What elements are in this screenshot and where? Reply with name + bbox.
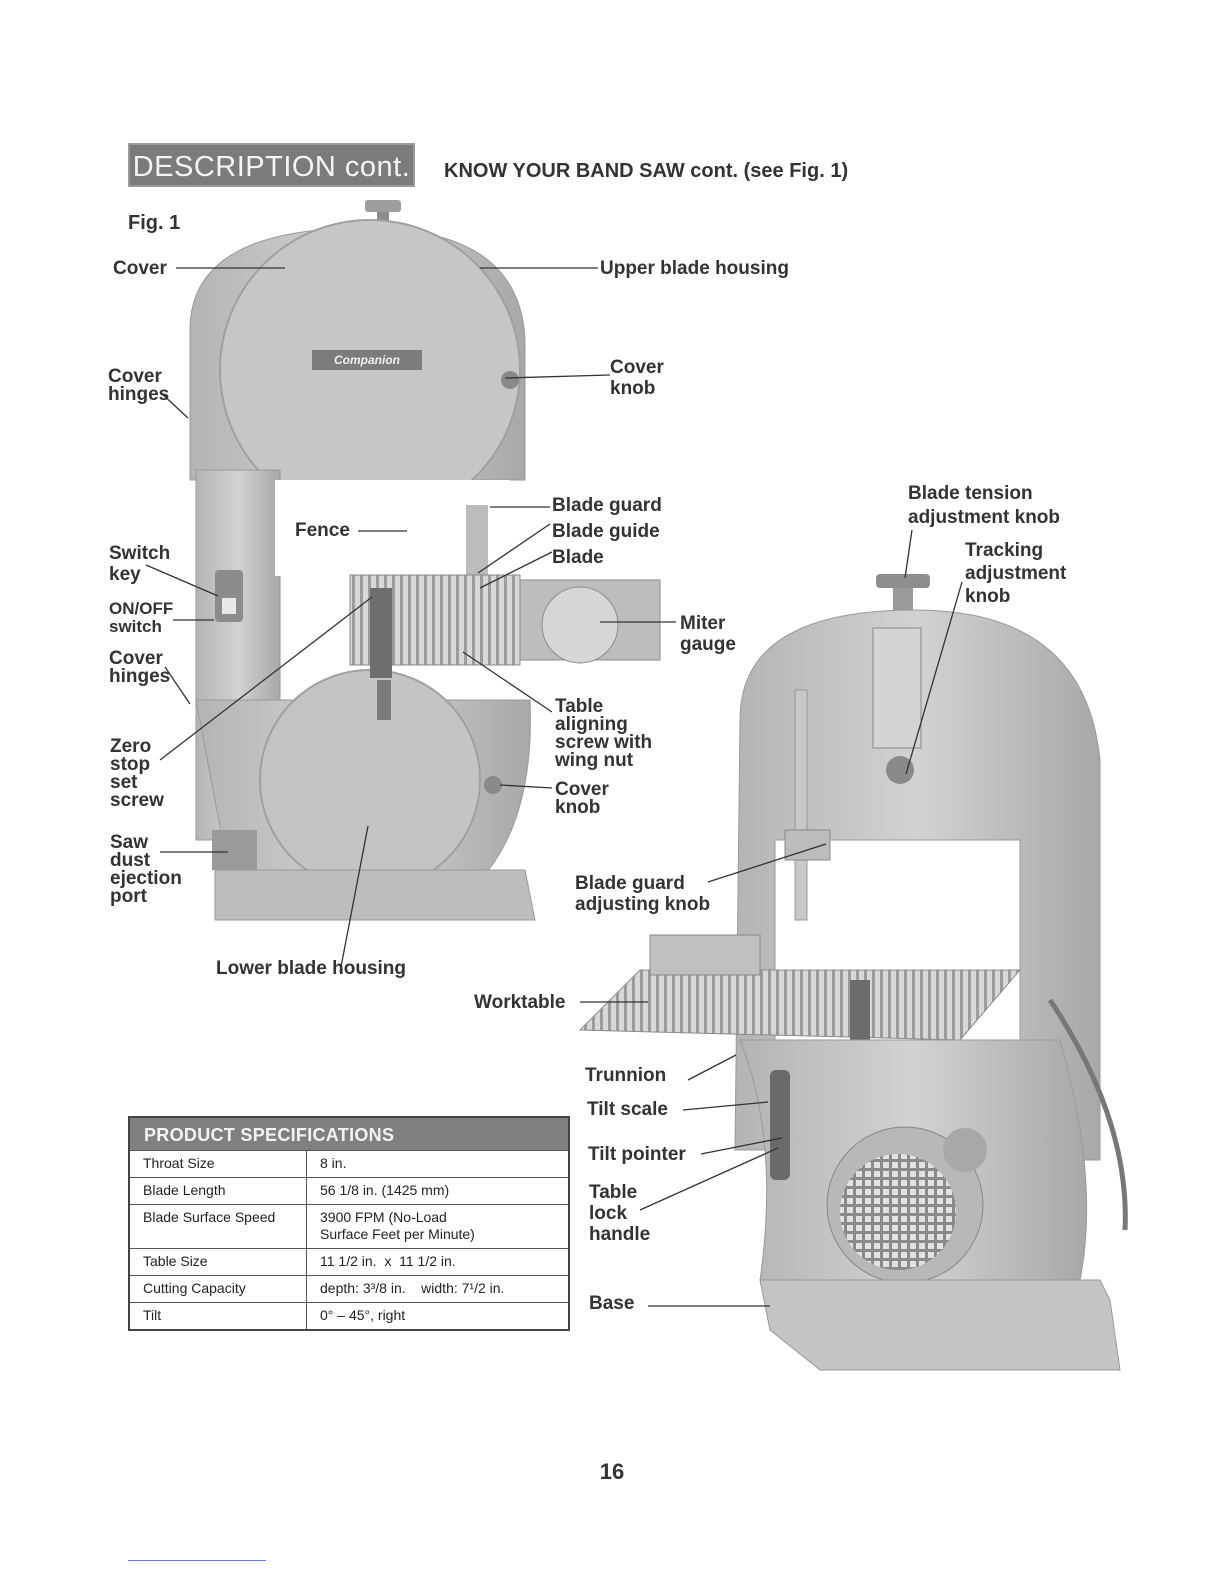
label-table-lock-handle: Table lock handle bbox=[589, 1182, 650, 1245]
spec-label: Cutting Capacity bbox=[130, 1276, 307, 1303]
label-worktable: Worktable bbox=[474, 992, 566, 1013]
label-cover-knob-lower: Cover knob bbox=[555, 781, 609, 817]
label-zero-stop-set-screw: Zero stop set screw bbox=[110, 738, 164, 810]
label-base: Base bbox=[589, 1293, 634, 1314]
label-cover: Cover bbox=[113, 258, 167, 279]
label-tracking-knob: Tracking adjustment knob bbox=[965, 539, 1066, 608]
label-blade-guard: Blade guard bbox=[552, 495, 662, 516]
spec-label: Tilt bbox=[130, 1303, 307, 1330]
side-view-saw bbox=[580, 574, 1125, 1370]
page-number: 16 bbox=[0, 1459, 1224, 1485]
spec-label: Throat Size bbox=[130, 1151, 307, 1178]
label-blade: Blade bbox=[552, 547, 604, 568]
spec-label: Blade Surface Speed bbox=[130, 1205, 307, 1249]
spec-value: 0° – 45°, right bbox=[307, 1303, 569, 1330]
label-lower-blade-housing: Lower blade housing bbox=[216, 958, 406, 979]
spec-label: Blade Length bbox=[130, 1178, 307, 1205]
label-cover-hinges-upper: Cover hinges bbox=[108, 368, 169, 404]
label-fence: Fence bbox=[295, 520, 350, 541]
spec-value: 11 1/2 in. x 11 1/2 in. bbox=[307, 1249, 569, 1276]
label-saw-dust-ejection-port: Saw dust ejection port bbox=[110, 834, 182, 906]
label-cover-hinges-lower: Cover hinges bbox=[109, 650, 170, 686]
label-table-aligning-screw: Table aligning screw with wing nut bbox=[555, 698, 652, 770]
label-blade-guide: Blade guide bbox=[552, 521, 660, 542]
label-tilt-pointer: Tilt pointer bbox=[588, 1144, 686, 1165]
table-row: Blade Surface Speed 3900 FPM (No-Load Su… bbox=[130, 1205, 568, 1249]
brand-plate: Companion bbox=[312, 350, 422, 370]
label-tilt-scale: Tilt scale bbox=[587, 1099, 668, 1120]
specifications-table: Throat Size 8 in. Blade Length 56 1/8 in… bbox=[130, 1150, 568, 1329]
label-trunnion: Trunnion bbox=[585, 1065, 666, 1086]
label-upper-blade-housing: Upper blade housing bbox=[600, 258, 789, 279]
label-cover-knob-upper: Cover knob bbox=[610, 357, 664, 399]
label-blade-guard-adjusting-knob: Blade guard adjusting knob bbox=[575, 873, 710, 915]
label-on-off-switch: ON/OFF switch bbox=[109, 600, 173, 636]
table-row: Tilt 0° – 45°, right bbox=[130, 1303, 568, 1330]
spec-value: 3900 FPM (No-Load Surface Feet per Minut… bbox=[307, 1205, 569, 1249]
table-row: Table Size 11 1/2 in. x 11 1/2 in. bbox=[130, 1249, 568, 1276]
spec-value: depth: 3³/8 in. width: 7¹/2 in. bbox=[307, 1276, 569, 1303]
spec-value: 8 in. bbox=[307, 1151, 569, 1178]
specifications-title: PRODUCT SPECIFICATIONS bbox=[130, 1118, 568, 1150]
table-row: Blade Length 56 1/8 in. (1425 mm) bbox=[130, 1178, 568, 1205]
table-row: Cutting Capacity depth: 3³/8 in. width: … bbox=[130, 1276, 568, 1303]
table-row: Throat Size 8 in. bbox=[130, 1151, 568, 1178]
product-specifications: PRODUCT SPECIFICATIONS Throat Size 8 in.… bbox=[128, 1116, 570, 1331]
label-switch-key: Switch key bbox=[109, 543, 170, 585]
spec-label: Table Size bbox=[130, 1249, 307, 1276]
spec-value: 56 1/8 in. (1425 mm) bbox=[307, 1178, 569, 1205]
label-blade-tension-knob: Blade tension adjustment knob bbox=[908, 482, 1060, 530]
footer-divider bbox=[128, 1560, 266, 1561]
label-miter-gauge: Miter gauge bbox=[680, 613, 736, 655]
